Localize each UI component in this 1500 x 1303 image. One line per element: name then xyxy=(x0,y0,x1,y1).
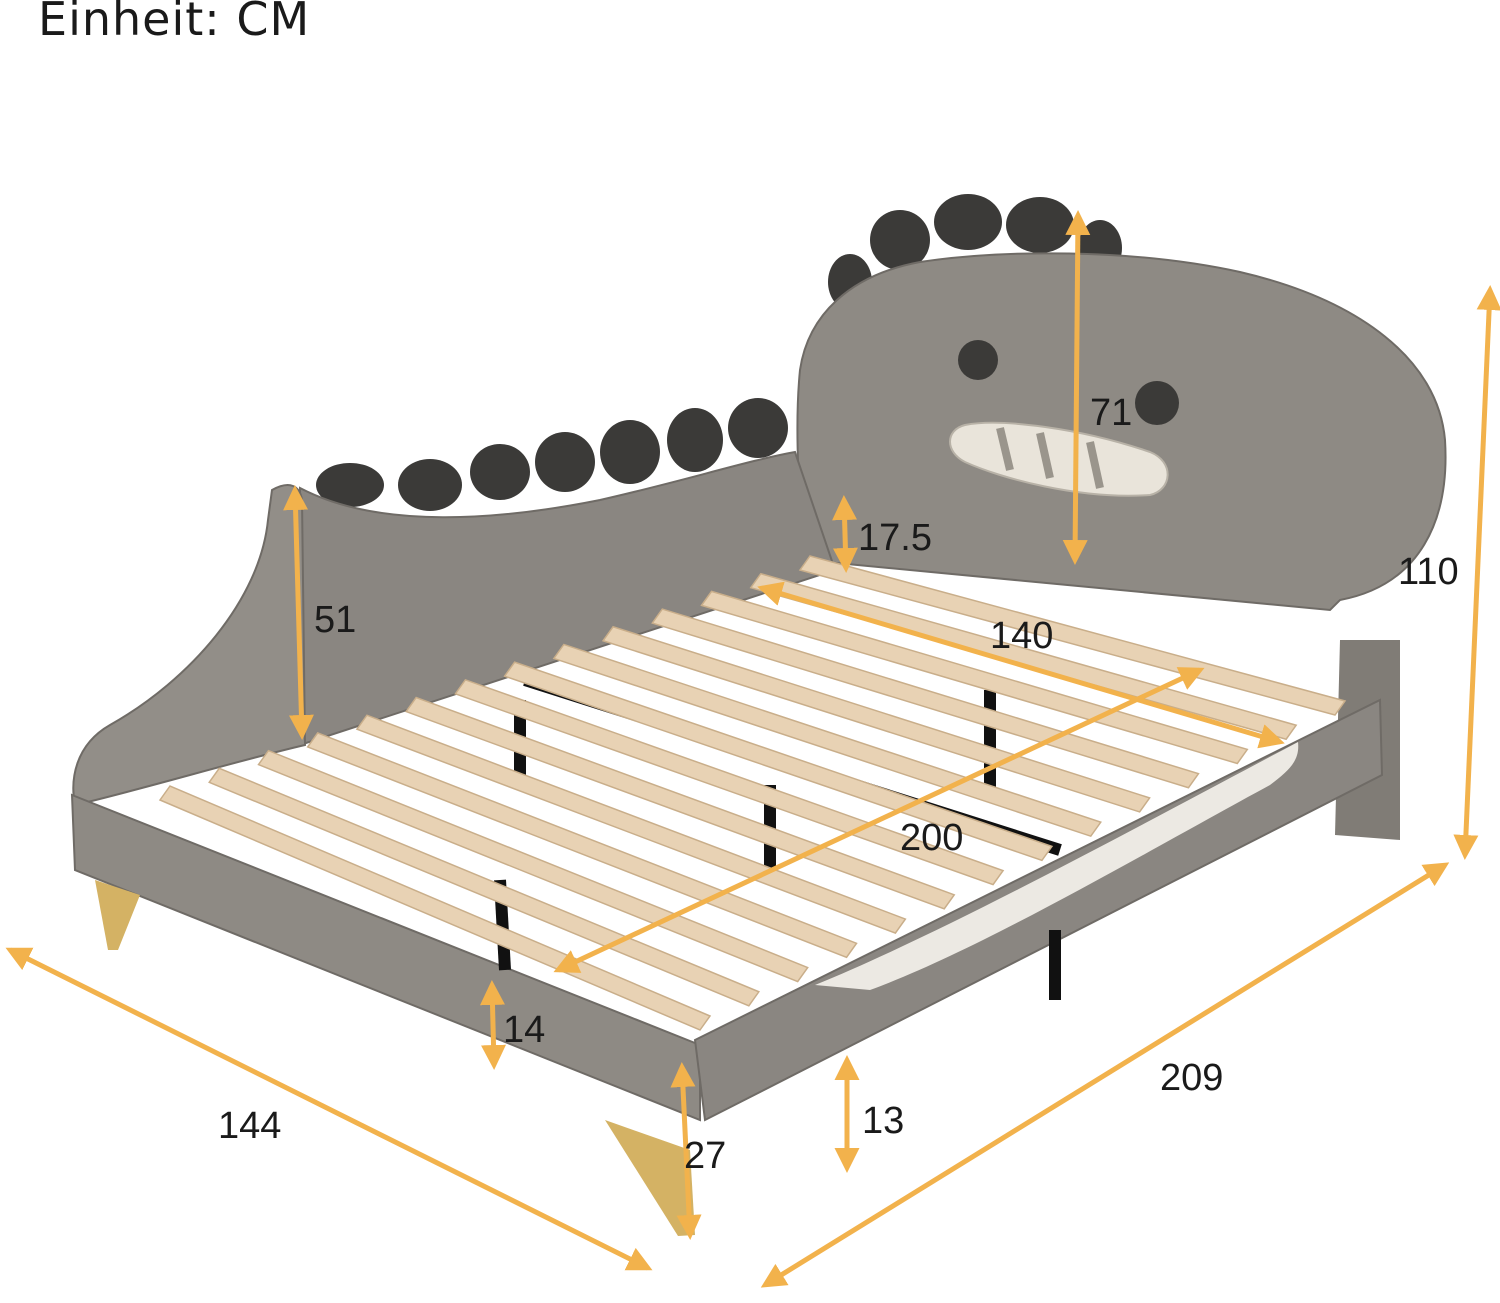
label-frame-height: 14 xyxy=(503,1009,545,1051)
arrow-side-height xyxy=(283,485,314,740)
headboard-spikes xyxy=(828,194,1122,310)
teeth xyxy=(949,421,1169,497)
label-overall-width: 144 xyxy=(218,1105,281,1147)
label-overall-length: 209 xyxy=(1160,1057,1223,1099)
label-total-height: 110 xyxy=(1398,551,1459,593)
dimension-labels: 71 110 51 17.5 140 200 14 144 209 27 13 xyxy=(218,392,1459,1177)
right-eye xyxy=(1135,381,1179,425)
label-headboard-height: 71 xyxy=(1090,392,1132,434)
side-spikes xyxy=(316,398,788,511)
left-eye xyxy=(958,340,998,380)
headboard xyxy=(796,252,1447,612)
label-inner-width: 140 xyxy=(990,615,1053,657)
arrow-overall-width xyxy=(5,947,653,1271)
arrow-inner-length xyxy=(553,667,1205,973)
dimension-arrows xyxy=(5,210,1500,1288)
arrow-frame-height xyxy=(480,980,506,1070)
arrow-headboard-height xyxy=(1062,210,1091,565)
bed xyxy=(70,194,1447,1236)
side-panel xyxy=(299,450,837,747)
label-ground-clearance: 13 xyxy=(862,1100,904,1142)
label-inner-length: 200 xyxy=(900,817,963,859)
arrow-leg-height xyxy=(670,1062,702,1240)
label-side-height: 51 xyxy=(314,599,356,641)
arrow-headboard-gap xyxy=(832,495,858,573)
label-leg-height: 27 xyxy=(684,1135,726,1177)
arrow-total-height xyxy=(1453,285,1500,860)
arrow-overall-length xyxy=(760,862,1450,1288)
label-headboard-gap: 17.5 xyxy=(858,517,932,559)
unit-label: Einheit: CM xyxy=(38,0,311,46)
